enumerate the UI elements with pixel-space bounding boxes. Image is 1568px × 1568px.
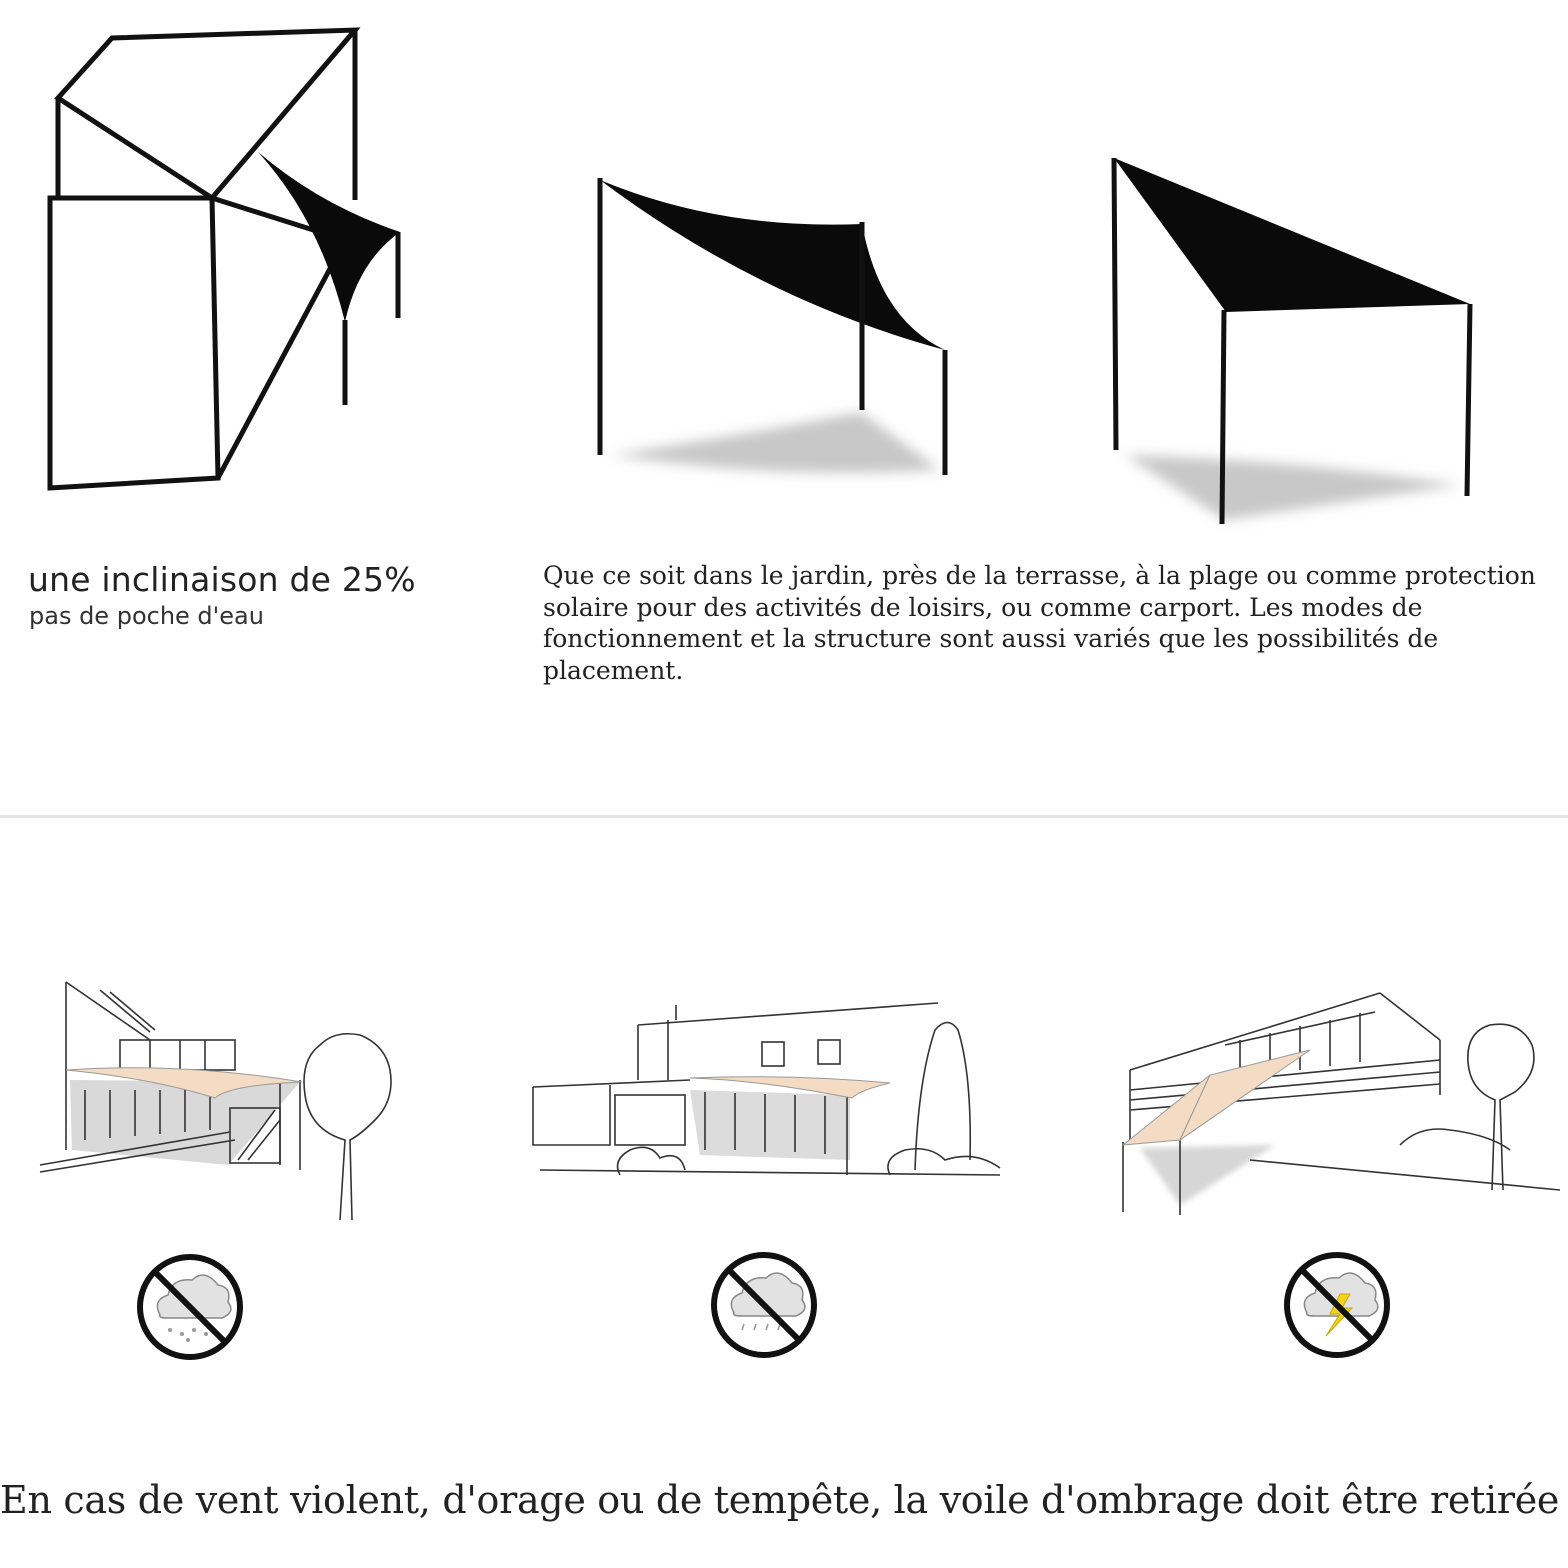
- weather-warning: En cas de vent violent, d'orage ou de te…: [0, 1478, 1560, 1522]
- incline-subtitle: pas de poche d'eau: [29, 602, 264, 630]
- house-courtyard-sail-scene: [39, 981, 392, 1221]
- no-rain-icon: [711, 1252, 817, 1358]
- section-divider: [0, 815, 1568, 818]
- top-illustrations: [47, 27, 1473, 525]
- triangle-sail-dark: [258, 152, 400, 322]
- triangle-sail-carport-illustration: [1111, 157, 1473, 525]
- incline-title: une inclinaison de 25%: [28, 560, 416, 599]
- no-snow-icon: [137, 1254, 243, 1360]
- modern-house-sail-scene: [532, 1002, 1001, 1176]
- triangle-sail-beige-right: [1178, 1049, 1311, 1142]
- rectangular-sail-beige-1: [65, 1067, 303, 1099]
- placement-description: Que ce soit dans le jardin, près de la t…: [543, 561, 1536, 685]
- rectangular-sail-beige-2: [689, 1076, 891, 1099]
- no-thunderstorm-icon: [1284, 1252, 1390, 1358]
- bottom-illustrations: [39, 981, 1561, 1360]
- wall-mounted-triangle-sail-illustration: [47, 27, 401, 491]
- hillside-house-triangle-sails-scene: [1122, 992, 1561, 1215]
- square-sail-on-posts-illustration: [597, 178, 948, 475]
